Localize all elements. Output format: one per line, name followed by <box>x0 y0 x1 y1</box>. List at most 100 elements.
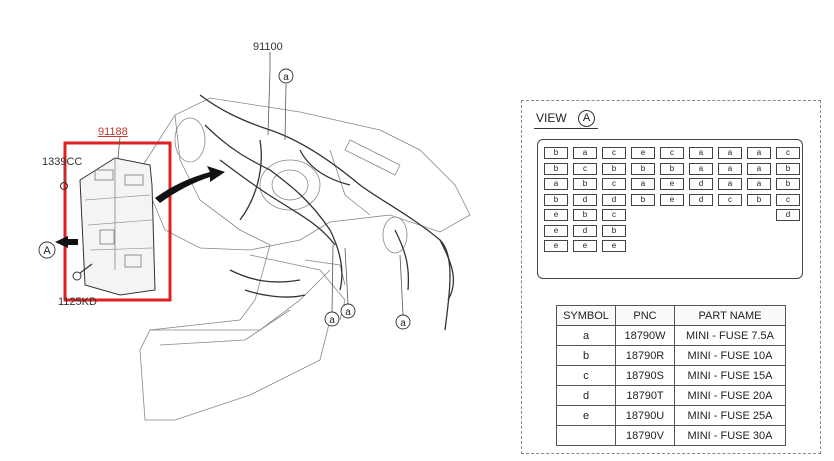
fuse-slot: b <box>573 178 597 190</box>
cell-part-name: MINI - FUSE 7.5A <box>674 325 786 346</box>
wiring-harness <box>199 94 455 331</box>
table-row: e 18790U MINI - FUSE 25A <box>556 405 786 426</box>
label-clip: 1339CC <box>42 156 83 168</box>
fuse-slot: b <box>660 162 684 175</box>
fuse-slot: b <box>544 147 568 159</box>
cell-pnc: 18790R <box>615 345 675 366</box>
table-row: 18790V MINI - FUSE 30A <box>556 425 786 446</box>
fuse-slot: e <box>631 147 655 159</box>
cell-symbol: b <box>556 345 616 366</box>
cell-symbol: e <box>556 405 616 426</box>
view-arrow <box>55 236 78 248</box>
fuse-slot: b <box>776 178 800 190</box>
cell-symbol: a <box>556 325 616 346</box>
fuse-slot: d <box>776 209 800 221</box>
fuse-slot: d <box>573 193 597 206</box>
clip-icon <box>60 182 68 190</box>
table-header-row: SYMBOL PNC PART NAME <box>556 305 786 326</box>
callout-a-4: a <box>400 318 406 329</box>
header-symbol: SYMBOL <box>556 305 616 326</box>
fuse-slot: a <box>718 178 742 190</box>
bolt-icon <box>72 263 93 281</box>
fuse-slot: e <box>544 240 568 252</box>
fuse-slot: d <box>602 193 626 206</box>
fuse-slot: b <box>747 193 771 206</box>
fuse-slot: a <box>544 178 568 190</box>
cell-pnc: 18790V <box>615 425 675 446</box>
cell-part-name: MINI - FUSE 15A <box>674 365 786 386</box>
cell-symbol: c <box>556 365 616 386</box>
fuse-slot: e <box>660 193 684 206</box>
fuse-slot: d <box>689 178 713 190</box>
junction-box <box>79 157 156 296</box>
fuse-slot: a <box>689 162 713 175</box>
label-harness: 91100 <box>253 41 283 53</box>
label-junction-box: 91188 <box>98 126 128 138</box>
table-row: b 18790R MINI - FUSE 10A <box>556 345 786 366</box>
location-arrow <box>155 166 225 203</box>
cell-pnc: 18790W <box>615 325 675 346</box>
fuse-slot: c <box>602 178 626 190</box>
fuse-slot: e <box>573 240 597 252</box>
fuse-slot: a <box>631 178 655 190</box>
view-marker: A <box>578 110 595 127</box>
cell-part-name: MINI - FUSE 20A <box>674 385 786 406</box>
connector-callouts <box>278 68 411 330</box>
fuse-slot: c <box>573 162 597 175</box>
fuse-slot: a <box>747 147 771 159</box>
callout-a-2: a <box>329 315 335 326</box>
fuse-slot: c <box>602 147 626 159</box>
fuse-slot: a <box>747 178 771 190</box>
view-marker-circle <box>38 241 56 259</box>
table-row: d 18790T MINI - FUSE 20A <box>556 385 786 406</box>
callout-a-1: a <box>283 72 289 83</box>
fuse-slot: d <box>573 224 597 237</box>
fuse-slot: a <box>747 162 771 175</box>
cell-part-name: MINI - FUSE 25A <box>674 405 786 426</box>
fuse-slot: d <box>689 193 713 206</box>
header-part-name: PART NAME <box>674 305 786 326</box>
fuse-slot: b <box>573 209 597 221</box>
cell-symbol: d <box>556 385 616 406</box>
fuse-slot: c <box>660 147 684 159</box>
fuse-slot: a <box>718 147 742 159</box>
fuse-slot: a <box>718 162 742 175</box>
fuse-slot: b <box>544 162 568 175</box>
fuse-slot: a <box>689 147 713 159</box>
fuse-slot: b <box>602 224 626 237</box>
fuse-slot: e <box>602 240 626 252</box>
cell-pnc: 18790U <box>615 405 675 426</box>
cell-part-name: MINI - FUSE 10A <box>674 345 786 366</box>
label-bolt: 1125KD <box>58 296 97 308</box>
fuse-slot: e <box>660 178 684 190</box>
fuse-slot: c <box>718 193 742 206</box>
leader-lines <box>63 52 404 316</box>
fuse-slot: c <box>602 209 626 221</box>
cell-symbol <box>556 425 616 446</box>
cell-pnc: 18790T <box>615 385 675 406</box>
view-title-underline <box>534 128 598 129</box>
cell-pnc: 18790S <box>615 365 675 386</box>
fuse-slot: b <box>776 162 800 175</box>
table-row: a 18790W MINI - FUSE 7.5A <box>556 325 786 346</box>
view-marker-letter: A <box>43 245 51 257</box>
dashboard-harness-drawing: a a a a A <box>38 52 471 421</box>
fuse-slot: c <box>776 193 800 206</box>
fuse-slot: b <box>631 193 655 206</box>
table-row: c 18790S MINI - FUSE 15A <box>556 365 786 386</box>
header-pnc: PNC <box>615 305 675 326</box>
fuse-slot: b <box>544 193 568 206</box>
view-title: VIEW <box>536 111 567 125</box>
fuse-slot: b <box>602 162 626 175</box>
fuse-slot: e <box>544 209 568 221</box>
fuse-slot: c <box>776 147 800 159</box>
callout-a-3: a <box>345 307 351 318</box>
fuse-slot: e <box>544 224 568 237</box>
fuse-parts-table: SYMBOL PNC PART NAME a 18790W MINI - FUS… <box>556 305 786 446</box>
junction-box-highlight <box>63 141 172 302</box>
fuse-slot: b <box>631 162 655 175</box>
fuse-slot: a <box>573 147 597 159</box>
cell-part-name: MINI - FUSE 30A <box>674 425 786 446</box>
